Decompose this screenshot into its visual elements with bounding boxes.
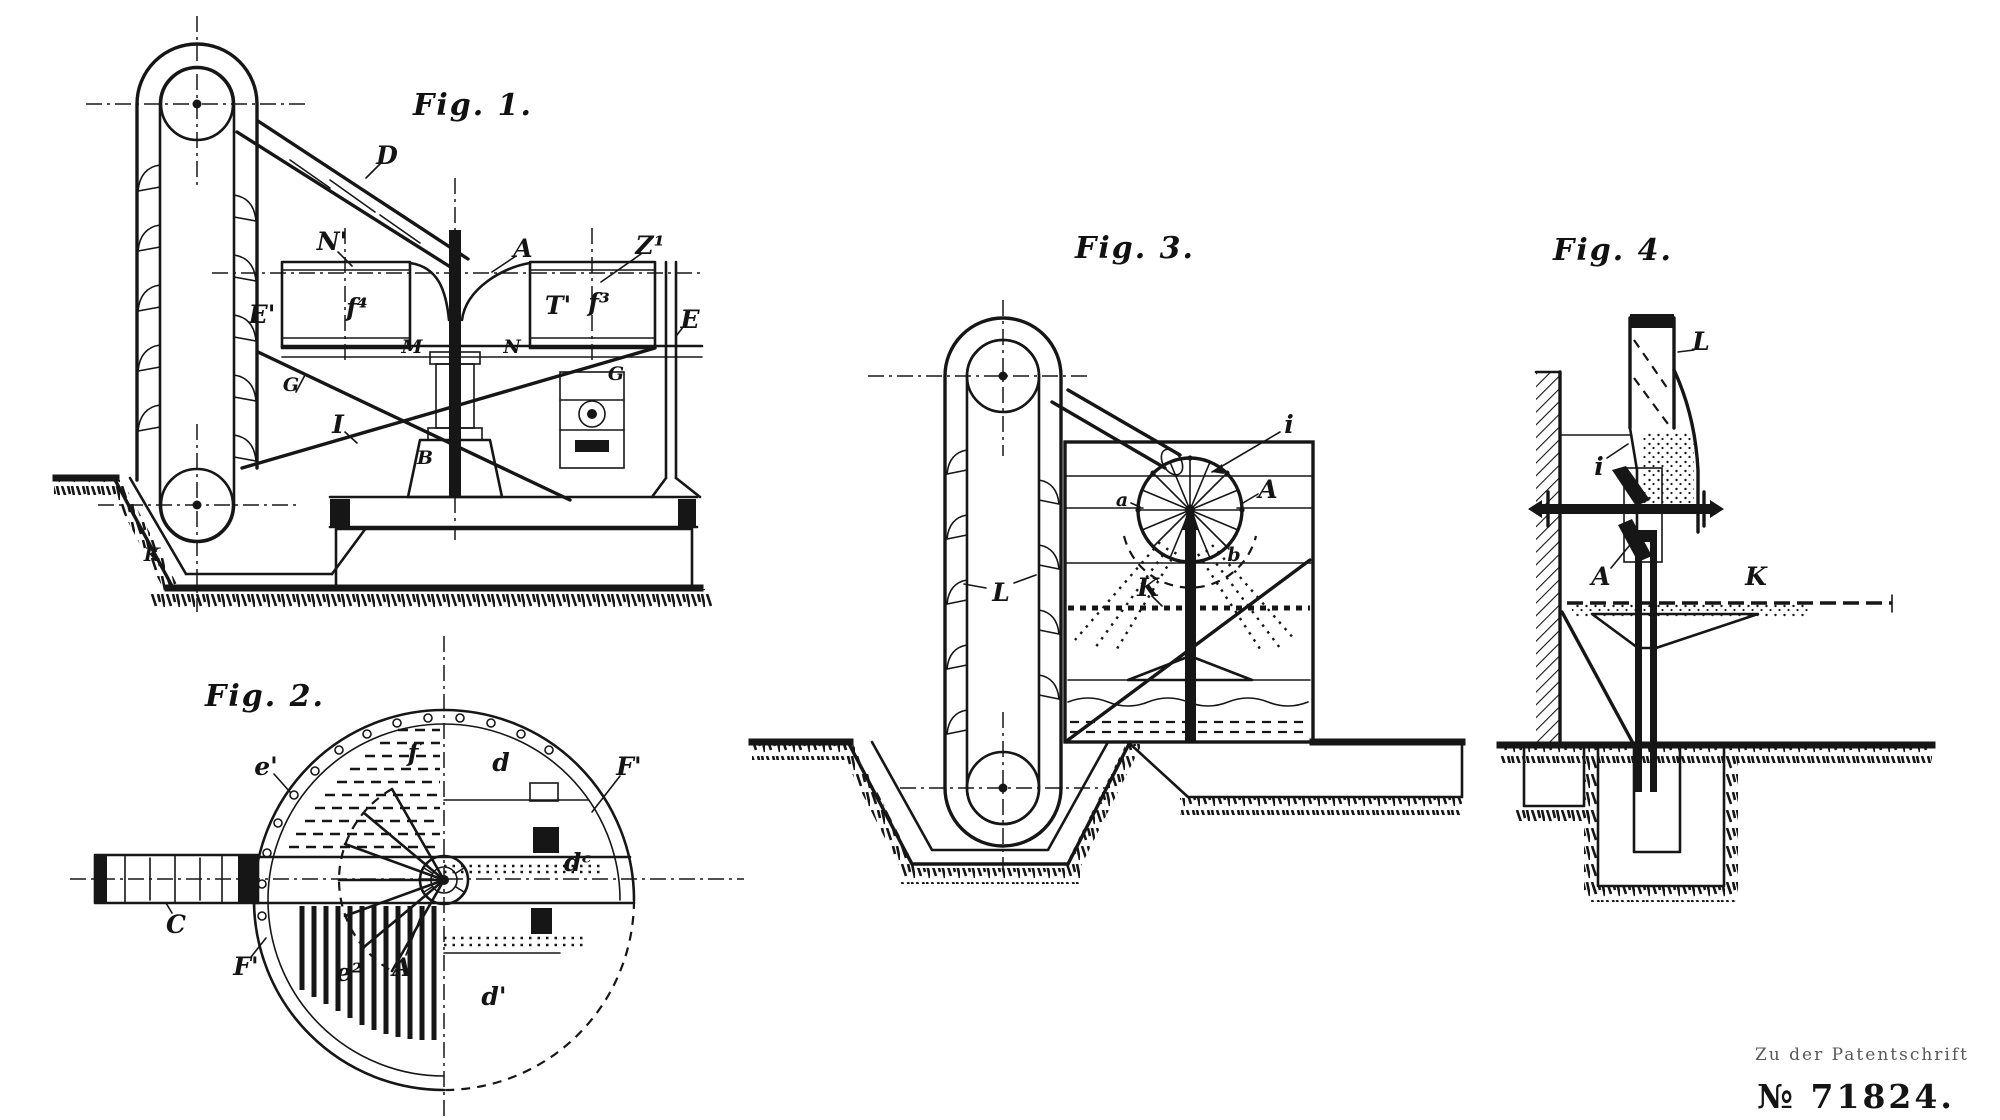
fig4-labels: L i A K bbox=[1589, 327, 1768, 591]
fig1-label-I: I bbox=[331, 410, 345, 439]
fig4-label-i: i bbox=[1594, 452, 1604, 481]
fig3-chute bbox=[1050, 388, 1184, 476]
fig1-label-T-prime: T' bbox=[545, 291, 571, 320]
fig3-title: Fig. 3. bbox=[1074, 231, 1195, 266]
fig2-label-C: C bbox=[166, 910, 186, 939]
figure-3: Fig. 3. bbox=[748, 231, 1466, 884]
fig4-title: Fig. 4. bbox=[1552, 233, 1673, 268]
fig3-label-L: L bbox=[991, 578, 1010, 607]
fig1-label-B: B bbox=[416, 447, 433, 469]
fig1-label-A: A bbox=[511, 234, 532, 263]
fig1-machine-section bbox=[212, 178, 704, 540]
fig1-chute bbox=[235, 119, 470, 270]
sheet-footer: Zu der Patentschrift № 71824. bbox=[1755, 1045, 1969, 1116]
fig1-labels: D N' A Z¹ E' f⁴ T' f³ E G G I M N B K bbox=[143, 141, 701, 566]
fig2-drive-shaft bbox=[93, 853, 260, 905]
fig1-buckets bbox=[137, 164, 257, 462]
fig4-spreader bbox=[1560, 530, 1893, 792]
fig1-title: Fig. 1. bbox=[412, 88, 533, 123]
fig1-label-D: D bbox=[375, 141, 398, 170]
fig3-label-b: b bbox=[1227, 544, 1240, 566]
fig4-wall bbox=[1534, 370, 1562, 745]
fig2-outer-rim bbox=[252, 708, 446, 1092]
fig3-ground bbox=[748, 738, 1466, 884]
fig1-label-G: G bbox=[283, 374, 299, 396]
fig2-plan-view bbox=[70, 636, 744, 1116]
fig2-grate-lower bbox=[299, 906, 437, 1040]
footer-caption: Zu der Patentschrift bbox=[1755, 1045, 1969, 1065]
fig1-frame-braces bbox=[240, 346, 657, 502]
fig1-label-N-prime: N' bbox=[316, 227, 348, 256]
fig2-label-e-prime: e' bbox=[254, 752, 278, 781]
fig2-grating-upper bbox=[289, 728, 440, 849]
fig2-right-slides bbox=[443, 782, 600, 954]
fig1-label-M: M bbox=[400, 336, 423, 358]
fig1-bucket-elevator bbox=[86, 16, 306, 612]
fig4-shaft-left bbox=[1635, 540, 1642, 792]
fig1-left-housing bbox=[280, 260, 412, 350]
patent-number: № 71824. bbox=[1757, 1077, 1955, 1116]
fig2-label-A: A bbox=[390, 953, 411, 982]
fig3-bucket-elevator bbox=[868, 300, 1106, 868]
fig3-buckets bbox=[946, 449, 1060, 735]
fig1-label-E: E bbox=[679, 305, 700, 334]
fig3-label-A: A bbox=[1256, 475, 1277, 504]
fig3-spreader-cone bbox=[1126, 654, 1254, 682]
fig1-label-Z1: Z¹ bbox=[634, 231, 664, 260]
fig1-leader-lines bbox=[295, 162, 684, 444]
fig3-leader-lines bbox=[963, 431, 1281, 607]
figure-4: Fig. 4. bbox=[1496, 233, 1936, 902]
figure-2: Fig. 2. bbox=[70, 636, 744, 1116]
fig3-spray-lines bbox=[1074, 541, 1296, 653]
fig2-label-d-c: dᶜ bbox=[564, 848, 592, 877]
fig3-vertical-shaft bbox=[1185, 530, 1196, 742]
fig4-ground bbox=[1496, 741, 1936, 902]
fig4-label-K: K bbox=[1744, 562, 1768, 591]
fig4-bolt-bar bbox=[1540, 504, 1712, 514]
fig2-distributor-wheel bbox=[337, 787, 470, 973]
fig1-gear-drive bbox=[559, 371, 625, 469]
fig1-label-f4: f⁴ bbox=[344, 293, 368, 322]
fig1-right-housing bbox=[528, 260, 657, 350]
fig3-label-K: K bbox=[1136, 573, 1160, 602]
fig1-ground bbox=[52, 474, 712, 607]
fig1-foundation bbox=[334, 527, 694, 588]
fig2-label-F-prime-top: F' bbox=[615, 752, 641, 781]
fig3-label-a: a bbox=[1116, 489, 1128, 511]
fig3-labels: i A a b K L bbox=[991, 410, 1294, 607]
fig4-shaft-right bbox=[1650, 540, 1657, 792]
fig2-label-e2: e² bbox=[336, 958, 363, 987]
fig2-title: Fig. 2. bbox=[204, 679, 325, 714]
fig1-label-K: K bbox=[143, 544, 162, 566]
fig3-foundation bbox=[1126, 740, 1464, 799]
fig2-leader-lines bbox=[165, 773, 621, 958]
fig4-label-L: L bbox=[1691, 327, 1710, 356]
fig2-label-F-prime-left: F' bbox=[232, 952, 258, 981]
fig4-leader-lines bbox=[1606, 349, 1695, 569]
fig2-label-f: f bbox=[406, 738, 423, 767]
fig4-pit bbox=[1596, 743, 1726, 888]
fig1-label-E-prime: E' bbox=[248, 300, 276, 329]
fig1-label-f3: f³ bbox=[586, 288, 610, 317]
fig2-label-d: d bbox=[492, 748, 509, 777]
fig1-label-G2: G bbox=[608, 363, 624, 385]
fig4-label-A: A bbox=[1589, 562, 1610, 591]
fig2-labels: e' f d F' dᶜ A e² F' C d' bbox=[166, 738, 642, 1011]
fig3-label-i: i bbox=[1284, 410, 1294, 439]
fig2-label-d-prime: d' bbox=[481, 982, 506, 1011]
fig2-rim-bolts bbox=[257, 713, 554, 921]
fig1-label-N: N bbox=[502, 336, 521, 358]
figure-1: Fig. 1. bbox=[52, 16, 712, 612]
